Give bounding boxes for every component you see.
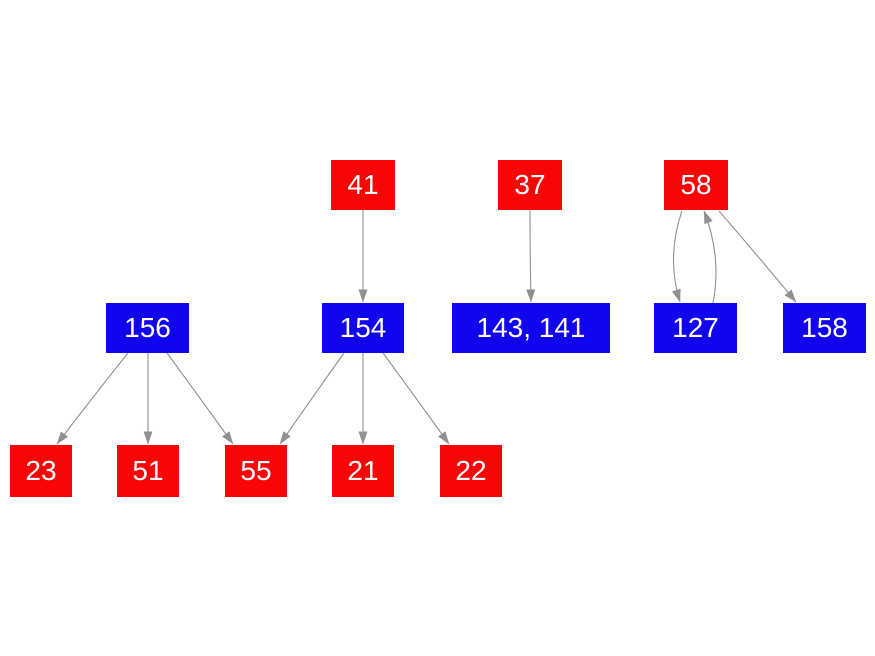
edge-127-to-58 bbox=[703, 210, 717, 304]
node-21: 21 bbox=[332, 445, 394, 497]
node-154: 154 bbox=[322, 303, 404, 353]
edge-58-to-127 bbox=[671, 210, 683, 303]
node-158: 158 bbox=[783, 303, 866, 353]
node-127: 127 bbox=[654, 303, 737, 353]
node-143-141: 143, 141 bbox=[452, 303, 610, 353]
node-156: 156 bbox=[106, 303, 189, 353]
node-23: 23 bbox=[10, 445, 72, 497]
edge-58-to-158 bbox=[718, 210, 797, 303]
edge-156-to-23 bbox=[56, 352, 129, 445]
edge-154-to-55 bbox=[279, 352, 345, 445]
edge-37-to-143-141 bbox=[526, 209, 536, 303]
node-41: 41 bbox=[331, 160, 395, 210]
node-58: 58 bbox=[664, 160, 728, 210]
edge-154-to-22 bbox=[382, 352, 450, 445]
node-22: 22 bbox=[440, 445, 502, 497]
node-51: 51 bbox=[117, 445, 179, 497]
edge-156-to-55 bbox=[166, 352, 234, 445]
node-37: 37 bbox=[498, 160, 562, 210]
node-55: 55 bbox=[225, 445, 287, 497]
